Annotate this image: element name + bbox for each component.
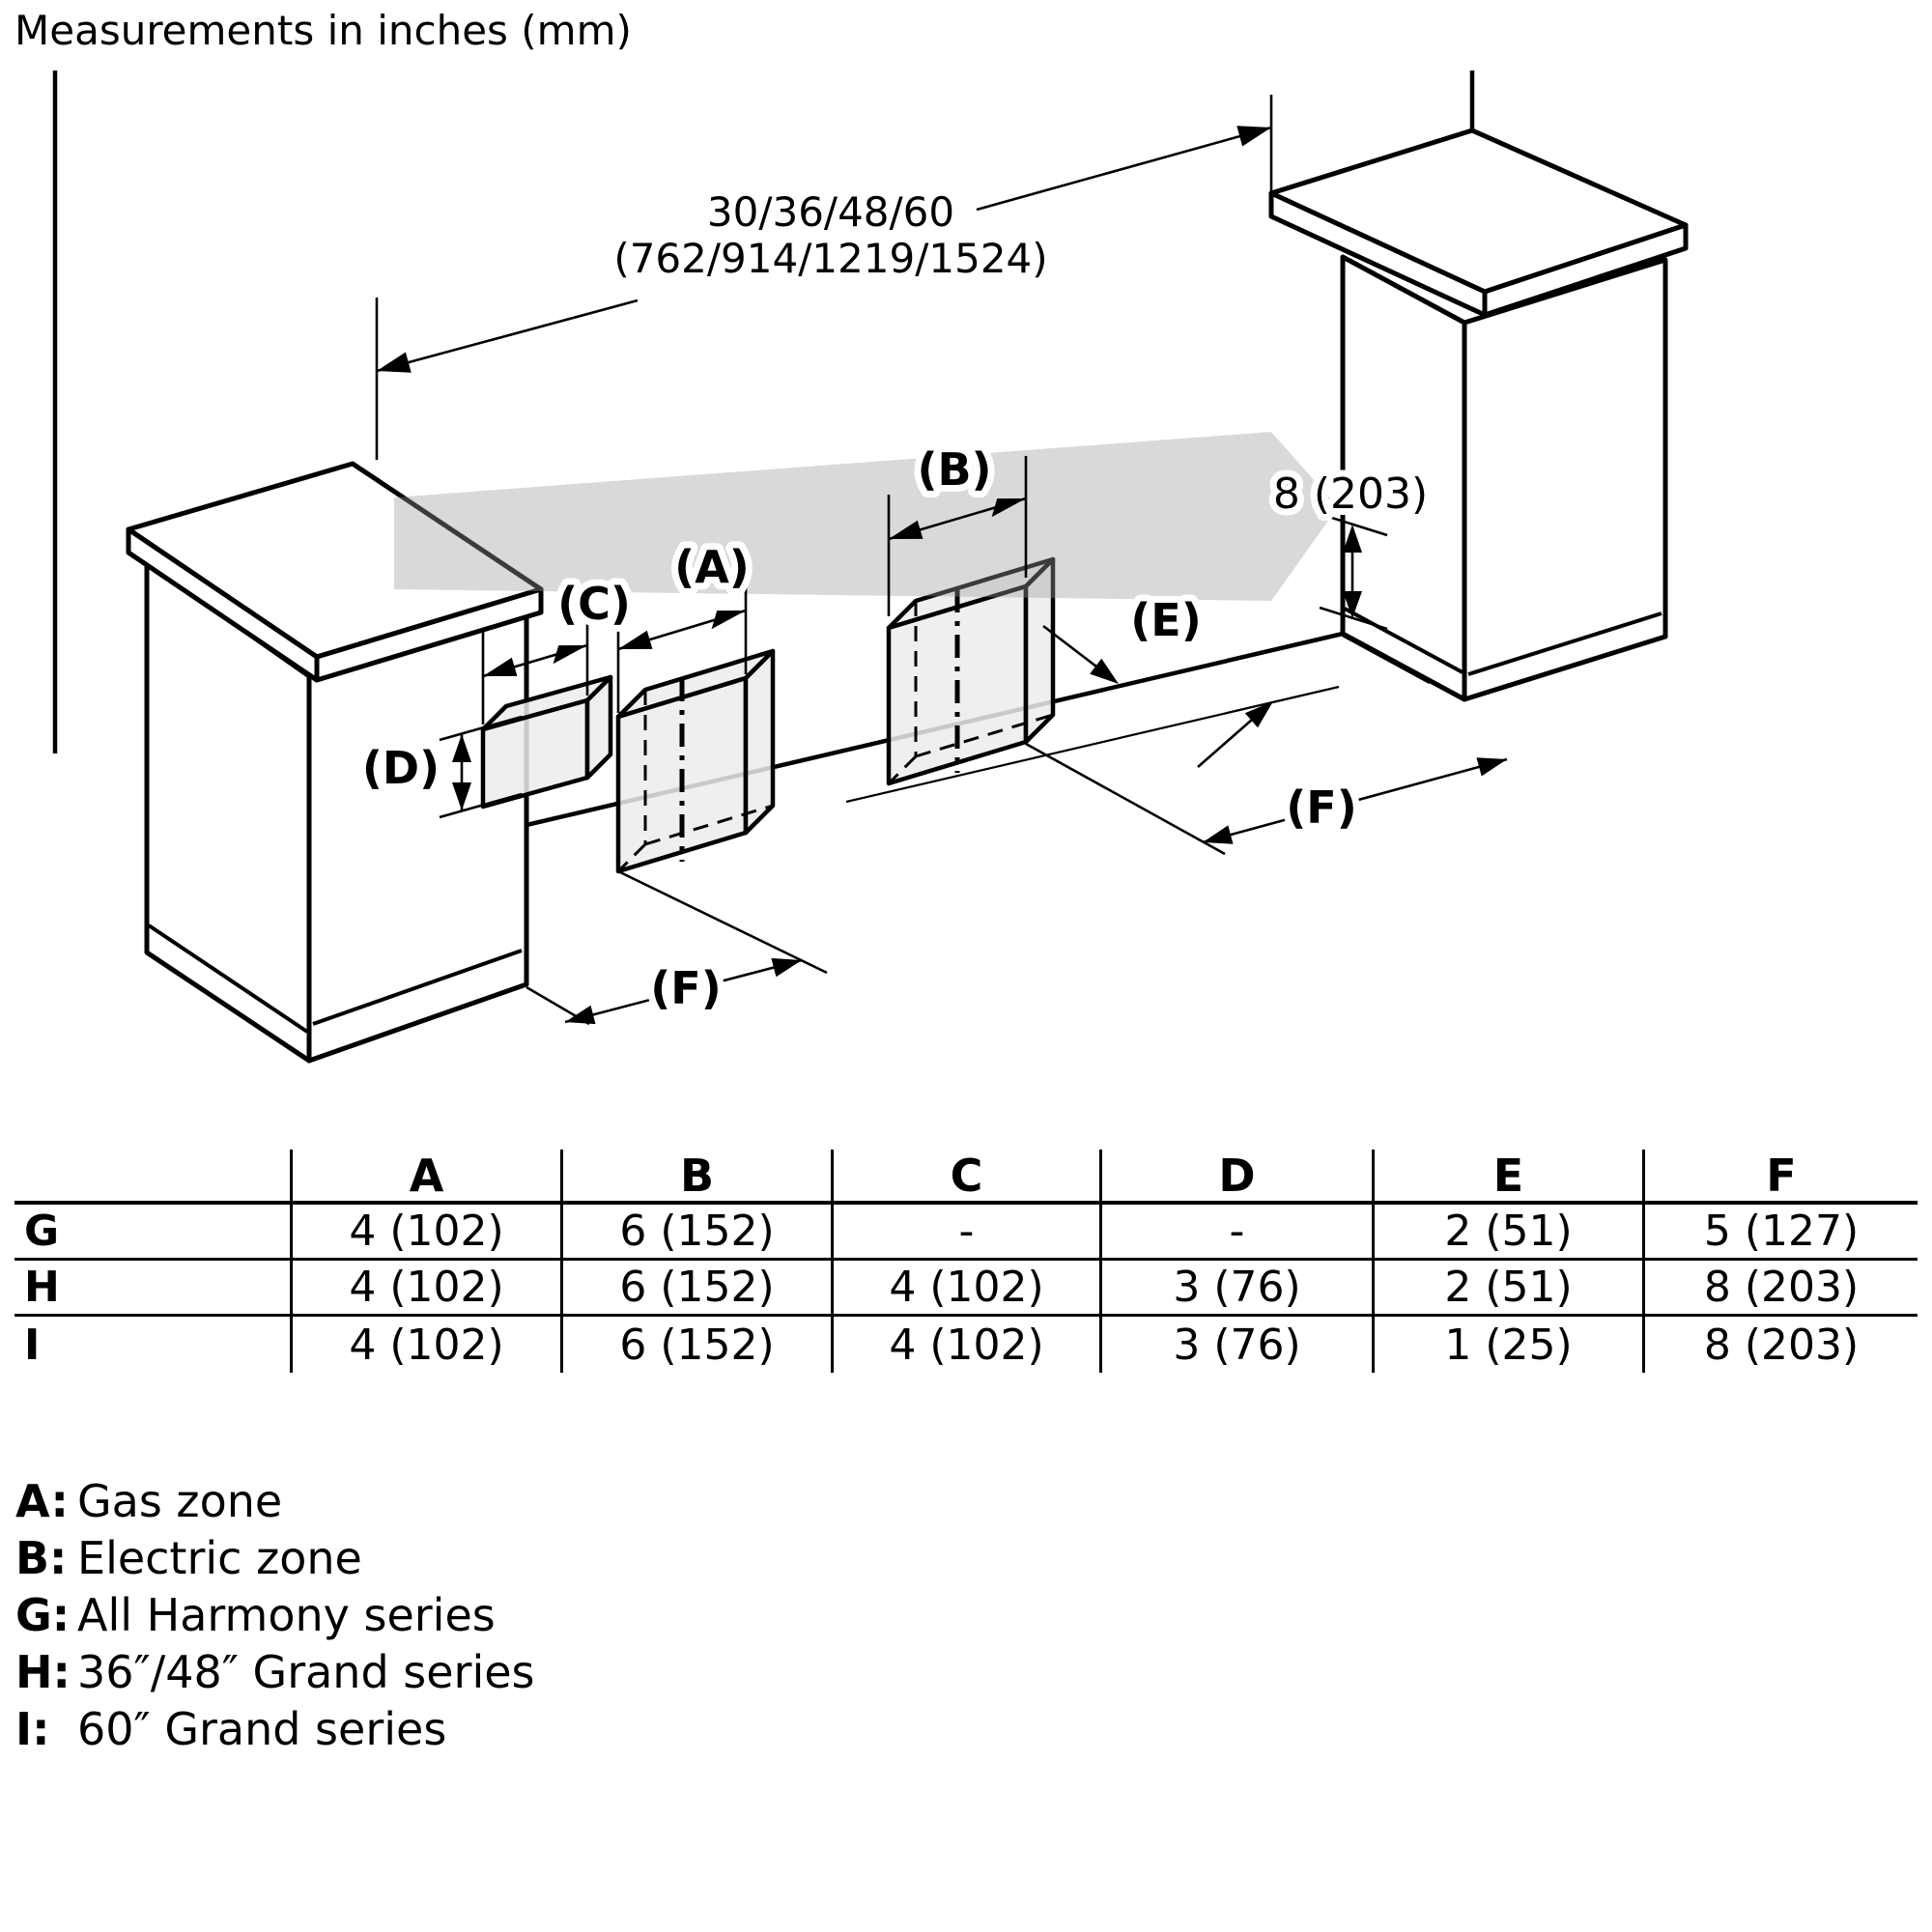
label-A: (A) <box>674 541 750 593</box>
table-cell-I-D: 3 (76) <box>1099 1317 1372 1373</box>
table-cell-H-D: 3 (76) <box>1099 1261 1372 1317</box>
legend-key: H: <box>15 1645 71 1698</box>
table-cell-H-F: 8 (203) <box>1642 1261 1918 1317</box>
legend: A: Gas zone B: Electric zone G: All Harm… <box>15 1472 535 1757</box>
small-zone-box-side <box>584 674 613 781</box>
dimensions <box>375 95 1508 1026</box>
electric-zone-box-side <box>1023 556 1056 745</box>
legend-text: Electric zone <box>77 1531 362 1584</box>
table-cell-I-F: 8 (203) <box>1642 1317 1918 1373</box>
dim-A <box>616 562 748 713</box>
table-header-B: B <box>560 1150 831 1205</box>
table-cell-H-E: 2 (51) <box>1372 1261 1642 1317</box>
table-rowlabel-H: H <box>14 1261 290 1317</box>
label-width-line2: (762/914/1219/1524) <box>613 235 1047 282</box>
table-header-E: E <box>1372 1150 1642 1205</box>
legend-text: Gas zone <box>77 1474 283 1527</box>
table-rowlabel-G: G <box>14 1205 290 1261</box>
table-cell-I-E: 1 (25) <box>1372 1317 1642 1373</box>
label-F-right: (F) <box>1286 781 1356 834</box>
table-header-blank <box>14 1150 290 1205</box>
arrowhead <box>377 352 412 373</box>
left-cabinet-body-front <box>306 606 529 1064</box>
table-header-F: F <box>1642 1150 1918 1205</box>
table-cell-I-A: 4 (102) <box>290 1317 560 1373</box>
dim-F-bottom <box>526 869 828 1026</box>
right-cabinet-countertop-edge-front <box>1482 222 1689 318</box>
table-cell-G-B: 6 (152) <box>560 1205 831 1261</box>
dim-B <box>887 456 1028 616</box>
zone-boxes <box>480 556 1056 874</box>
legend-item-electric-zone: B: Electric zone <box>15 1529 535 1586</box>
table-cell-I-B: 6 (152) <box>560 1317 831 1373</box>
label-F-bottom: (F) <box>650 962 721 1014</box>
legend-key: I: <box>15 1702 50 1755</box>
electric-zone-box <box>886 556 1056 786</box>
label-D: (D) <box>362 742 440 794</box>
table-cell-G-A: 4 (102) <box>290 1205 560 1261</box>
left-cabinet <box>126 461 544 1064</box>
label-E: (E) <box>1130 594 1201 646</box>
legend-key: B: <box>15 1531 68 1584</box>
right-cabinet-kick-line-side <box>1344 607 1463 674</box>
table-cell-G-D: - <box>1099 1205 1372 1261</box>
dim-E <box>1042 624 1273 768</box>
table-cell-I-C: 4 (102) <box>831 1317 1099 1373</box>
table-header-A: A <box>290 1150 560 1205</box>
dim-D <box>439 715 523 819</box>
legend-item-gas-zone: A: Gas zone <box>15 1472 535 1529</box>
dim-band-height <box>1319 512 1388 631</box>
dim-C <box>481 601 589 724</box>
label-band-height: 8 (203) <box>1273 469 1428 519</box>
electric-zone-hidden-edges <box>887 601 1054 785</box>
legend-item-harmony-series: G: All Harmony series <box>15 1586 535 1643</box>
dimension-labels: (C) (A) (B) (D) (E) (F) (F) 8 (203) 30/3… <box>355 182 1435 1021</box>
table-cell-G-E: 2 (51) <box>1372 1205 1642 1261</box>
right-cabinet <box>1268 128 1689 702</box>
dim-overall-width <box>375 95 1273 460</box>
left-cabinet-kick-line-side <box>147 923 309 1034</box>
gas-zone-hidden-edges <box>616 690 774 873</box>
dim-F-right <box>1025 634 1508 856</box>
label-B: (B) <box>917 443 991 496</box>
label-width-line1: 30/36/48/60 <box>707 188 954 236</box>
page-title: Measurements in inches (mm) <box>14 7 632 54</box>
zone-front-edge-line <box>845 685 1340 804</box>
table-cell-G-F: 5 (127) <box>1642 1205 1918 1261</box>
table-cell-H-B: 6 (152) <box>560 1261 831 1317</box>
table-rowlabel-I: I <box>24 1320 41 1370</box>
legend-item-grand-series-36-48: H: 36″/48″ Grand series <box>15 1643 535 1700</box>
legend-text: 36″/48″ Grand series <box>77 1645 535 1698</box>
right-cabinet-kick-line-front <box>1467 611 1662 676</box>
left-cabinet-countertop-edge-front <box>314 586 544 683</box>
legend-item-grand-series-60: I: 60″ Grand series <box>15 1700 535 1757</box>
legend-key: A: <box>15 1474 69 1527</box>
table-header-C: C <box>831 1150 1099 1205</box>
small-zone-box <box>480 674 613 810</box>
gas-zone-box <box>615 648 776 874</box>
legend-key: G: <box>15 1588 71 1641</box>
table-cell-G-C: - <box>831 1205 1099 1261</box>
left-cabinet-kick-line-front <box>312 949 523 1026</box>
dimension-table: A B C D E F G 4 (102) 6 (152) - - 2 (51)… <box>14 1150 1918 1373</box>
floor-wall-line <box>418 631 1344 853</box>
arrowhead <box>1236 126 1271 147</box>
table-header-D: D <box>1099 1150 1372 1205</box>
label-C: (C) <box>557 578 631 630</box>
table-cell-H-A: 4 (102) <box>290 1261 560 1317</box>
clearance-band <box>394 432 1338 601</box>
legend-text: 60″ Grand series <box>77 1702 447 1755</box>
legend-text: All Harmony series <box>77 1588 496 1641</box>
table-cell-H-C: 4 (102) <box>831 1261 1099 1317</box>
right-cabinet-body-front <box>1462 257 1668 702</box>
